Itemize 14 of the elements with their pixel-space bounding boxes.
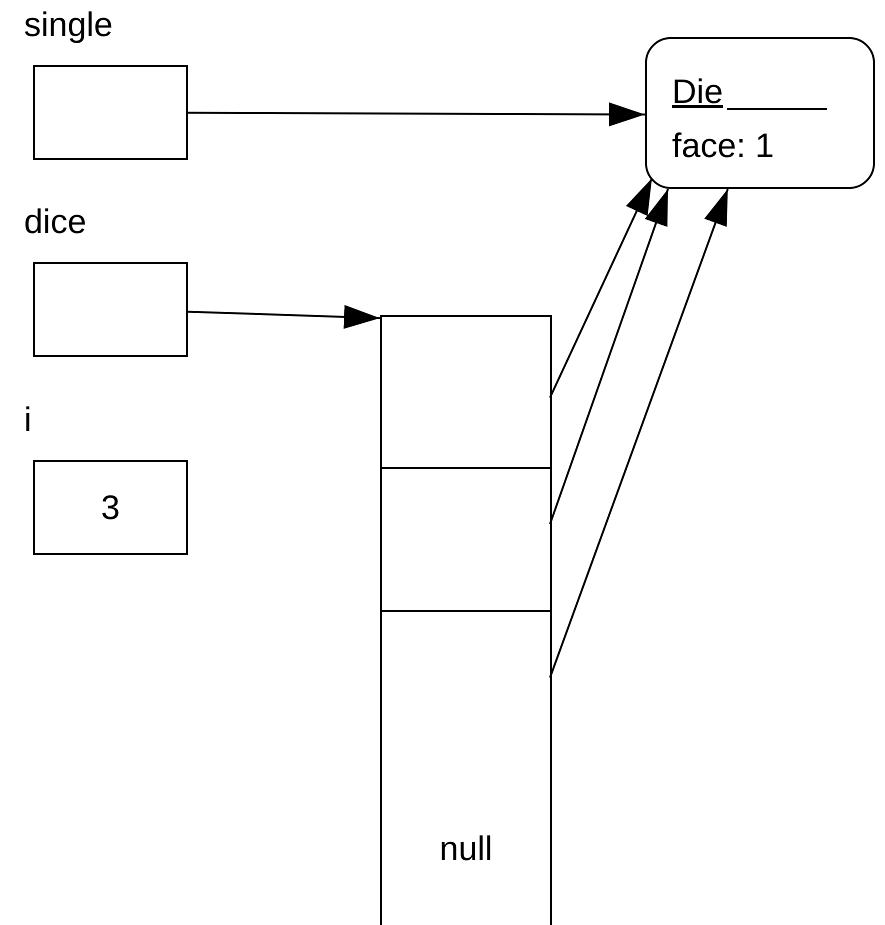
class-name: Die (672, 73, 724, 111)
field-value: face: 1 (672, 127, 774, 165)
arrow (549, 178, 653, 398)
variable-name: single (24, 6, 113, 44)
array-outline (380, 315, 552, 925)
arrow (549, 188, 729, 678)
value-text: 3 (101, 488, 120, 526)
variable-name: i (24, 401, 32, 439)
arrow (188, 304, 380, 329)
object-box (645, 37, 875, 189)
arrow (188, 102, 645, 126)
arrow (549, 188, 669, 524)
null-value: null (440, 830, 492, 868)
variable-name: dice (24, 203, 86, 241)
